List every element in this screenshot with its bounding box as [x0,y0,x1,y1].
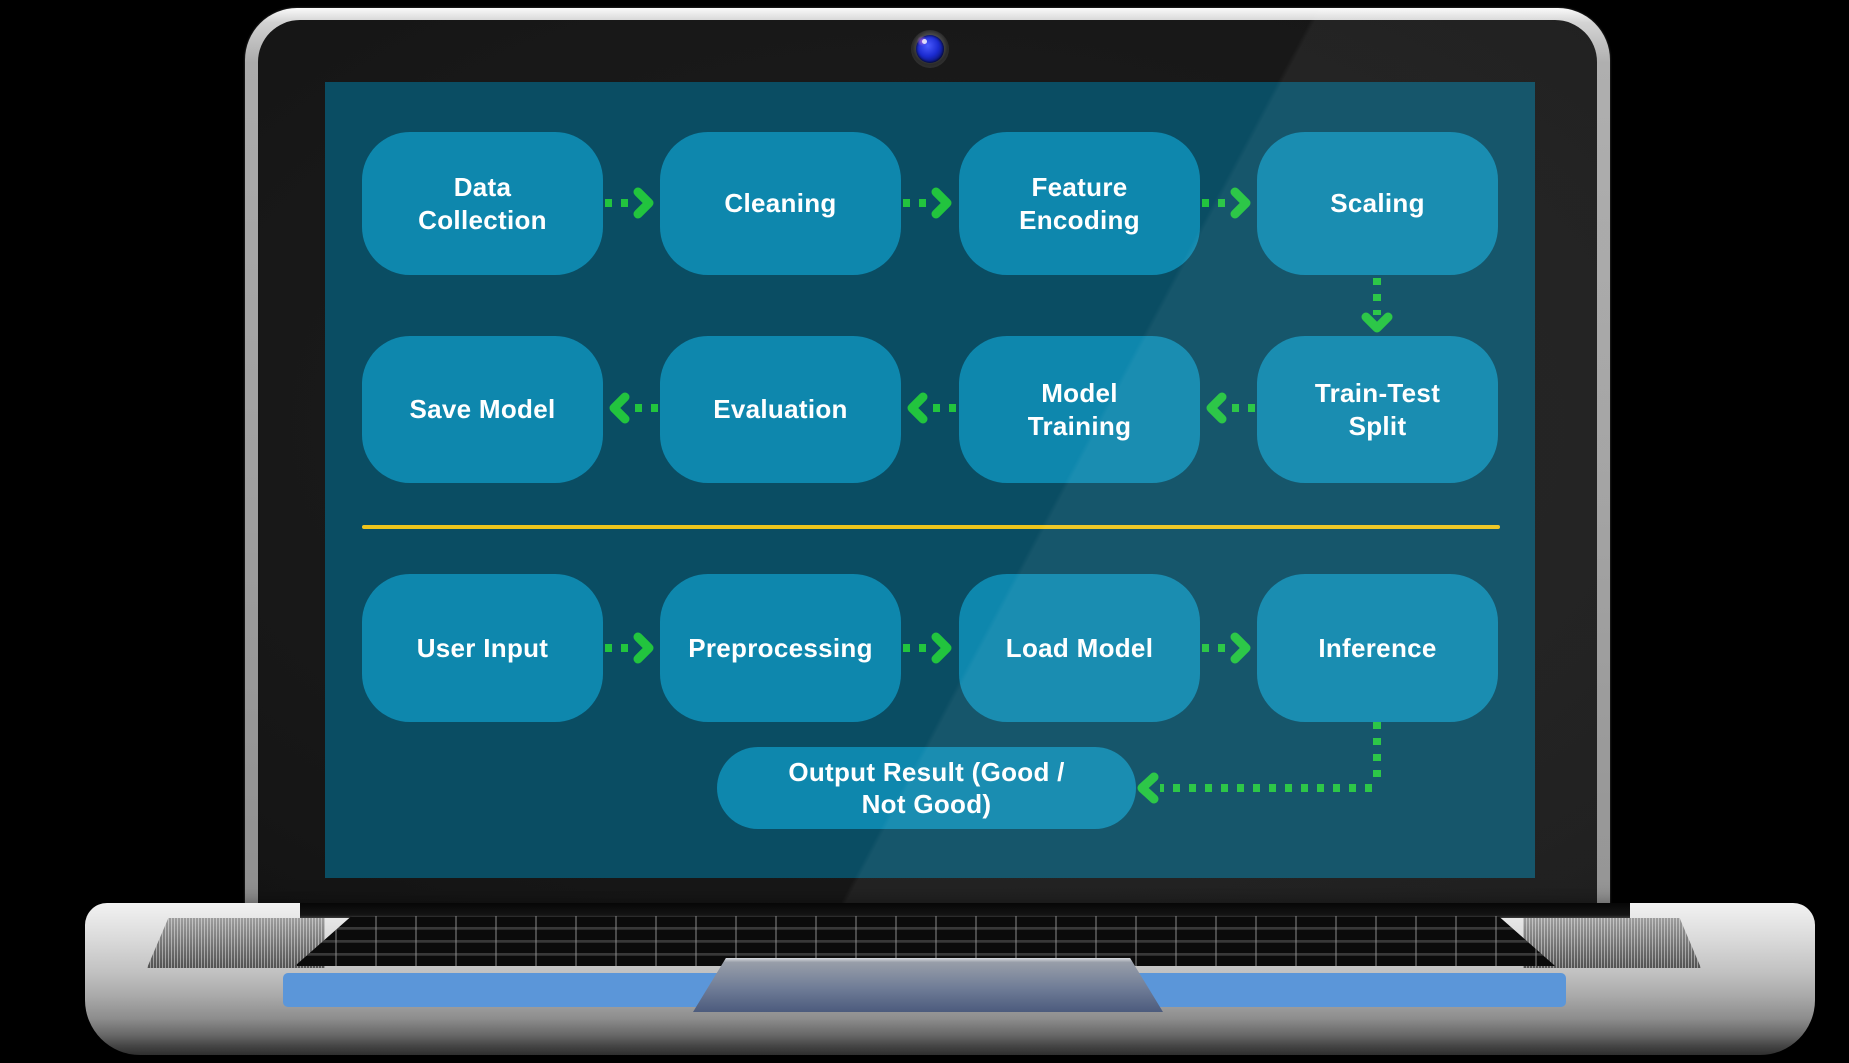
node-label: Cleaning [724,188,837,219]
arrow-right-icon [903,187,952,219]
keyboard [295,916,1555,966]
node-label: Data Collection [418,172,547,235]
arrow-left-icon [609,392,658,424]
node-label: Evaluation [713,394,848,425]
arrow-right-icon [903,632,952,664]
node-user-input: User Input [362,574,603,722]
arrow-right-icon [1202,632,1251,664]
node-label: Load Model [1005,632,1154,663]
node-label: Inference [1318,632,1437,663]
laptop-base [85,903,1815,1055]
speaker-grille-left [147,918,325,968]
arrow-right-icon [605,632,654,664]
node-save-model: Save Model [362,336,603,483]
node-output-result: Output Result (Good / Not Good) [717,747,1136,829]
node-label: Output Result (Good / Not Good) [788,756,1065,820]
screen: Data Collection Cleaning Feature Encodin… [325,82,1535,878]
node-label: User Input [416,632,549,663]
hinge-shadow [300,903,1630,918]
arrow-right-icon [605,187,654,219]
arrow-down-icon [1361,278,1393,333]
node-label: Feature Encoding [1019,172,1140,235]
arrow-left-icon [1206,392,1255,424]
node-train-test-split: Train-Test Split [1257,336,1498,483]
node-evaluation: Evaluation [660,336,901,483]
node-label: Save Model [409,394,556,425]
node-load-model: Load Model [959,574,1200,722]
node-label: Preprocessing [688,632,873,663]
node-cleaning: Cleaning [660,132,901,275]
arrow-left-icon [907,392,956,424]
arrow-elbow-left-icon [1137,722,1381,804]
trackpad [693,958,1163,1012]
webcam-icon [911,30,949,68]
node-data-collection: Data Collection [362,132,603,275]
webcam-glint [922,39,927,44]
speaker-grille-right [1523,918,1701,968]
node-label: Model Training [1027,378,1132,441]
node-scaling: Scaling [1257,132,1498,275]
node-model-training: Model Training [959,336,1200,483]
node-feature-encoding: Feature Encoding [959,132,1200,275]
divider-line [362,525,1500,529]
node-label: Scaling [1330,188,1425,219]
arrow-right-icon [1202,187,1251,219]
node-inference: Inference [1257,574,1498,722]
node-preprocessing: Preprocessing [660,574,901,722]
node-label: Train-Test Split [1314,378,1441,441]
